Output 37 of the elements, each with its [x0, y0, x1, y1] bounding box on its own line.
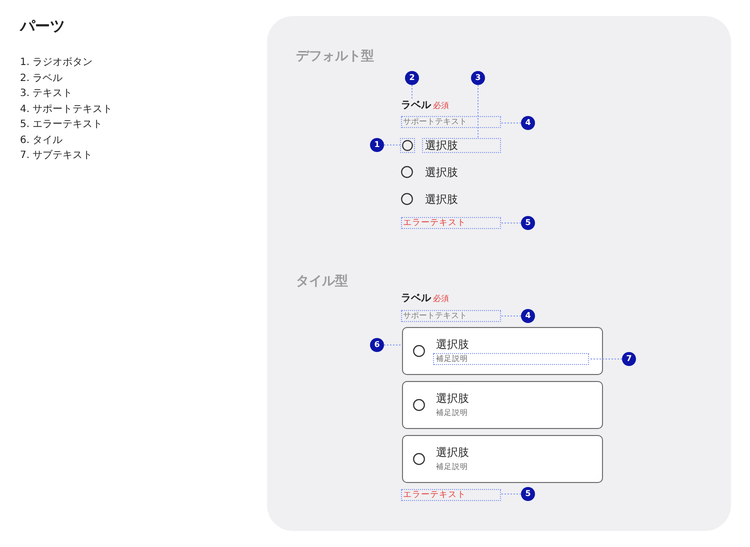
radio-button — [401, 166, 413, 178]
radio-tile — [402, 381, 603, 429]
option-text: 選択肢 — [436, 446, 469, 459]
required-text: 必須 — [433, 100, 449, 111]
error-text: エラーテキスト — [401, 217, 501, 229]
error-text: エラーテキスト — [401, 489, 501, 501]
required-text: 必須 — [433, 293, 449, 304]
leader-line — [384, 344, 402, 346]
leader-line — [500, 222, 522, 224]
option-text: 選択肢 — [436, 392, 469, 405]
leader-line — [588, 358, 622, 360]
radio-button — [413, 345, 425, 357]
option-text: 選択肢 — [423, 166, 458, 178]
radio-button — [413, 453, 425, 465]
page-title: パーツ — [20, 17, 65, 35]
support-text: サポートテキスト — [401, 116, 501, 128]
leader-line — [384, 144, 400, 146]
parts-list-item: 7. サブテキスト — [20, 149, 93, 162]
support-text: サポートテキスト — [401, 310, 501, 322]
option-text: 選択肢 — [423, 192, 458, 206]
leader-line — [500, 122, 522, 124]
option-text: 選択肢 — [422, 138, 501, 153]
field-label: ラベル — [401, 292, 431, 305]
radio-button — [413, 399, 425, 411]
radio-tile — [402, 435, 603, 483]
radio-button — [401, 193, 413, 205]
parts-list-item: 5. エラーテキスト — [20, 118, 103, 131]
option-text: 選択肢 — [436, 338, 469, 351]
parts-list-item: 3. テキスト — [20, 87, 73, 100]
parts-list-item: 4. サポートテキスト — [20, 102, 113, 116]
parts-list-item: 2. ラベル — [20, 72, 63, 84]
parts-list-item: 6. タイル — [20, 134, 63, 146]
field-label: ラベル — [401, 99, 431, 112]
section-heading: タイル型 — [296, 274, 348, 290]
parts-list-item: 1. ラジオボタン — [20, 56, 93, 69]
section-heading: デフォルト型 — [296, 49, 374, 65]
radio-tile — [402, 327, 603, 375]
